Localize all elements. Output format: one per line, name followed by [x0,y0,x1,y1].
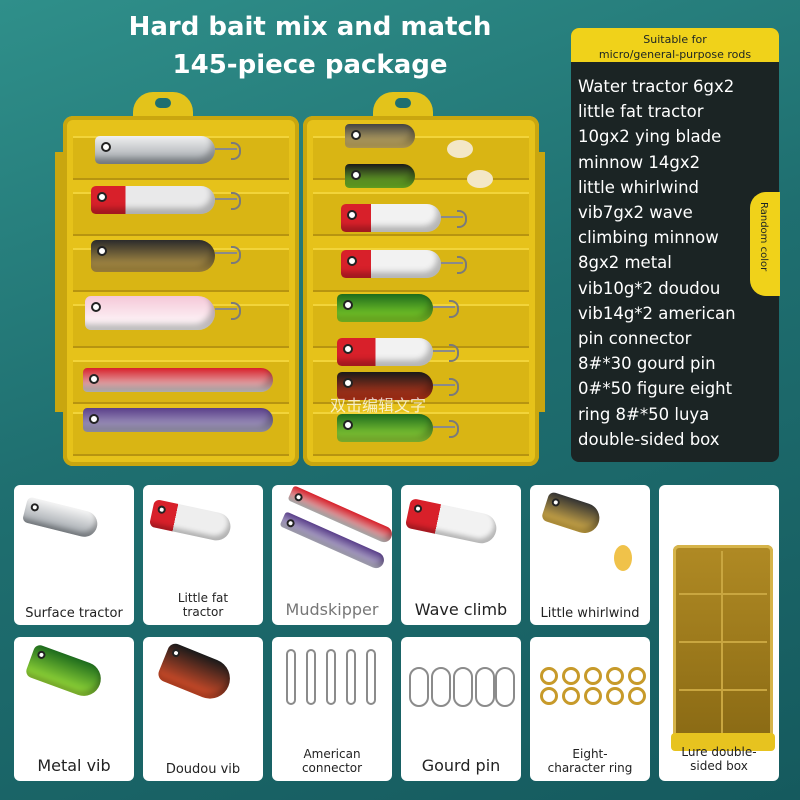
title-line-1: Hard bait mix and match [128,12,492,42]
product-card-wave-climb[interactable]: Wave climb [401,485,521,625]
product-label: Doudou vib [165,762,241,777]
lure-doudou-vib-green [337,414,459,442]
product-label: Gourd pin [421,756,501,775]
product-card-doudou-vib[interactable]: Doudou vib [143,637,263,781]
spec-panel: Suitable for micro/general-purpose rods … [571,28,779,462]
product-label: Little whirlwind [540,606,640,621]
doudou-vib-image [143,637,263,747]
lure-whirlwind-green [345,164,415,188]
lure-wave-climb-1 [341,204,467,232]
american-connector-image [272,637,392,747]
lure-whirlwind-gold [345,124,415,148]
spec-list-text: Water tractor 6gx2 little fat tractor 10… [578,77,736,449]
watermark-text: 双击编辑文字 [330,396,427,415]
little-whirlwind-image [530,485,650,591]
eight-character-ring-image [530,637,650,747]
lure-pink-tractor [85,296,241,330]
product-card-gourd-pin[interactable]: Gourd pin [401,637,521,781]
lure-metal-vib-red [337,338,459,366]
spec-header-line-2: micro/general-purpose rods [598,48,752,61]
product-card-little-fat-tractor[interactable]: Little fat tractor [143,485,263,625]
lure-little-fat-tractor [91,186,241,214]
wave-climb-image [401,485,521,591]
lure-surface-tractor [95,136,241,164]
product-label: American connector [301,747,363,775]
lure-wave-climb-2 [341,250,467,278]
product-card-lure-box[interactable]: Lure double-sided box [659,485,779,781]
product-card-surface-tractor[interactable]: Surface tractor [14,485,134,625]
lure-ying-blade [91,240,241,272]
open-tackle-box [55,92,545,472]
product-label: Mudskipper [285,600,379,619]
product-label: Surface tractor [25,606,123,621]
title-line-2: 145-piece package [172,50,448,80]
gourd-pin-image [401,637,521,747]
lure-metal-vib-green [337,294,459,322]
product-card-metal-vib[interactable]: Metal vib [14,637,134,781]
box-hinge-right [537,152,545,412]
mudskipper-image [272,485,392,591]
product-card-mudskipper[interactable]: Mudskipper [272,485,392,625]
page-title: Hard bait mix and match 145-piece packag… [40,8,580,84]
product-label: Metal vib [37,756,111,775]
product-label: Lure double-sided box [681,745,757,773]
spinner-blade-icon [614,545,632,571]
little-fat-tractor-image [143,485,263,591]
spec-panel-header: Suitable for micro/general-purpose rods [571,28,779,62]
product-card-eight-character-ring[interactable]: Eight-character ring [530,637,650,781]
lure-minnow-red [83,368,273,392]
product-card-american-connector[interactable]: American connector [272,637,392,781]
double-sided-box-image [671,545,775,751]
spec-header-line-1: Suitable for [643,33,707,46]
spinner-blade-2 [467,170,493,188]
random-color-tag: Random color [750,192,780,296]
random-color-label: Random color [758,202,769,272]
product-card-little-whirlwind[interactable]: Little whirlwind [530,485,650,625]
metal-vib-image [14,637,134,747]
lure-minnow-purple [83,408,273,432]
product-label: Eight-character ring [547,747,633,775]
box-hinge-left [55,152,63,412]
product-label: Wave climb [414,600,508,619]
surface-tractor-image [14,485,134,591]
lure-doudou-vib-orange [337,372,459,400]
product-label: Little fat tractor [177,591,229,619]
spinner-blade-1 [447,140,473,158]
